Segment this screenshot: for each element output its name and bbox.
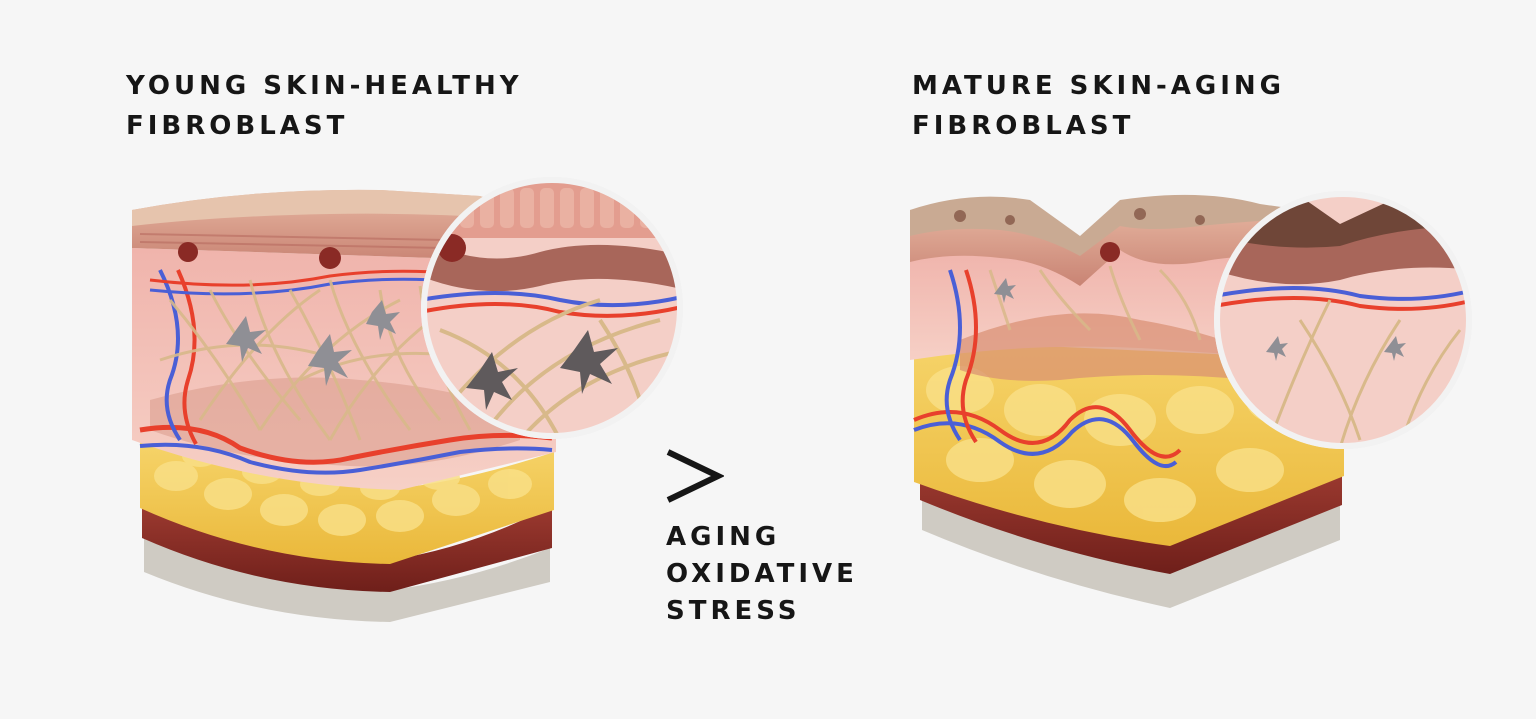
young-vein bbox=[139, 442, 553, 475]
mature-skin-heading: MATURE SKIN-AGING FIBROBLAST bbox=[912, 66, 1285, 146]
young-muscle-layer bbox=[142, 505, 552, 592]
mature-vein bbox=[913, 417, 1178, 468]
mature-heading-line1: MATURE SKIN-AGING bbox=[912, 71, 1285, 101]
young-skin-block bbox=[132, 189, 556, 622]
greater-than-icon bbox=[666, 449, 724, 503]
young-heading-line2: FIBROBLAST bbox=[126, 111, 349, 141]
aging-caption: AGING OXIDATIVE STRESS bbox=[666, 519, 858, 630]
young-artery bbox=[139, 424, 553, 465]
young-magnified-view bbox=[421, 177, 683, 439]
caption-line2: OXIDATIVE bbox=[666, 559, 858, 589]
young-heading-line1: YOUNG SKIN-HEALTHY bbox=[126, 71, 523, 101]
caption-line1: AGING bbox=[666, 522, 781, 552]
mature-magnified-view bbox=[1214, 191, 1472, 449]
mature-muscle-layer bbox=[920, 470, 1342, 574]
young-melanocytes bbox=[178, 242, 341, 269]
young-fibroblast-cells bbox=[226, 300, 400, 386]
mature-melanocytes bbox=[1100, 242, 1120, 262]
young-bone-layer bbox=[144, 535, 550, 622]
mature-heading-line2: FIBROBLAST bbox=[912, 111, 1135, 141]
young-skin-heading: YOUNG SKIN-HEALTHY FIBROBLAST bbox=[126, 66, 523, 146]
caption-line3: STRESS bbox=[666, 596, 801, 626]
mature-bone-layer bbox=[922, 492, 1340, 608]
mature-fibroblast-cells bbox=[994, 278, 1016, 303]
mature-artery bbox=[913, 405, 1182, 459]
mature-collagen-fibers bbox=[988, 265, 1202, 341]
